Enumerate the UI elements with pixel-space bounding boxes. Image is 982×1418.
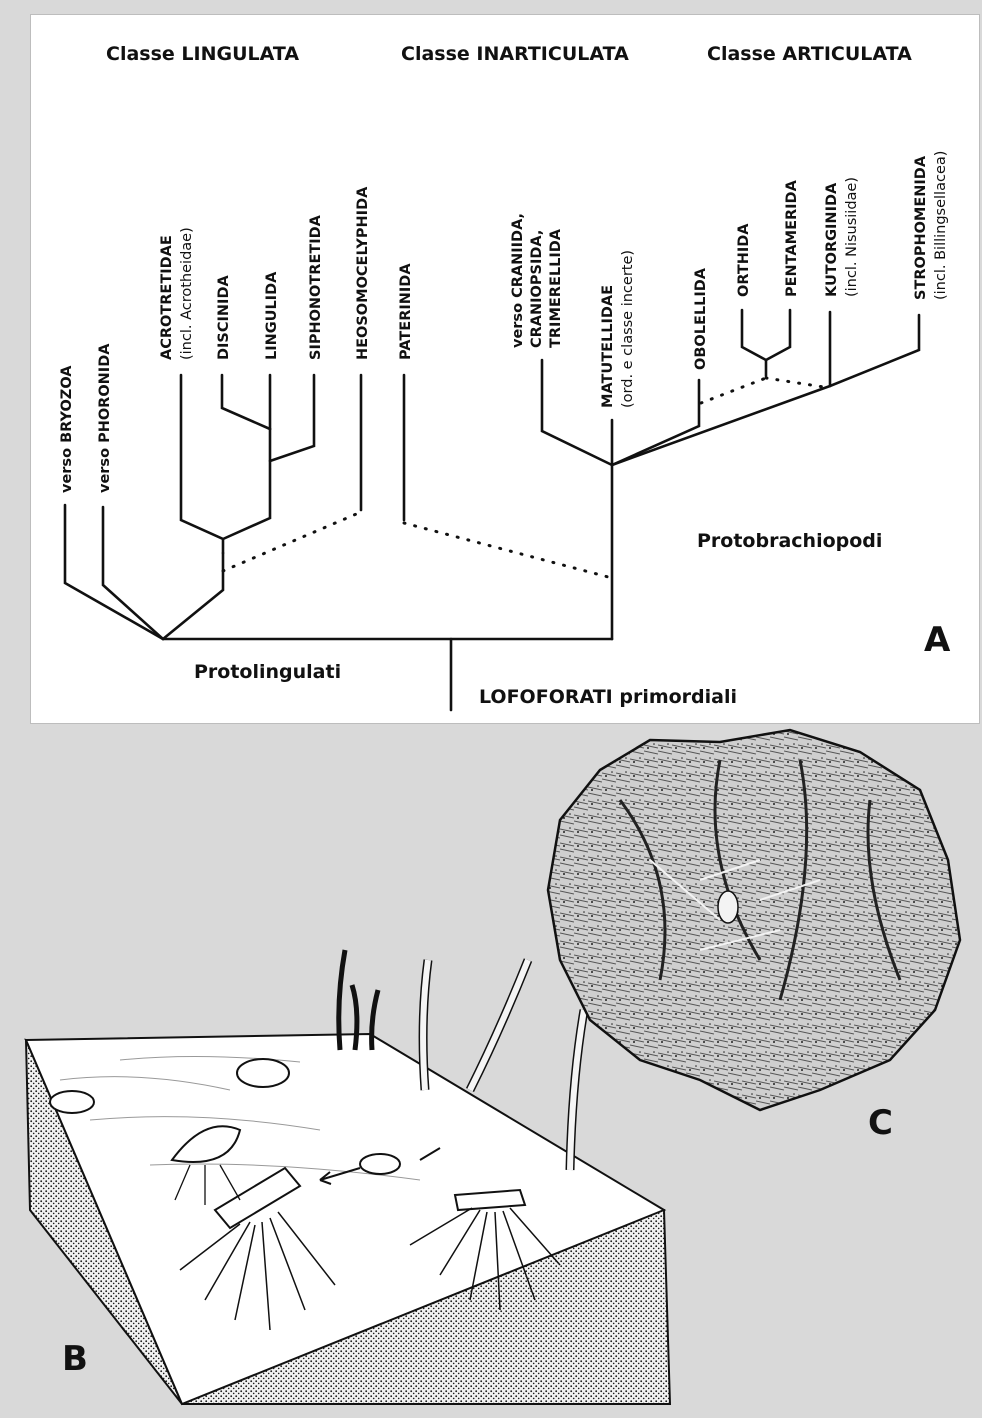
panel-b-seafloor-block: B (26, 950, 670, 1404)
panel-letter-b: B (62, 1339, 88, 1379)
panel-c-fossil-slab: C (548, 730, 960, 1143)
panel-letter-c: C (868, 1103, 893, 1143)
